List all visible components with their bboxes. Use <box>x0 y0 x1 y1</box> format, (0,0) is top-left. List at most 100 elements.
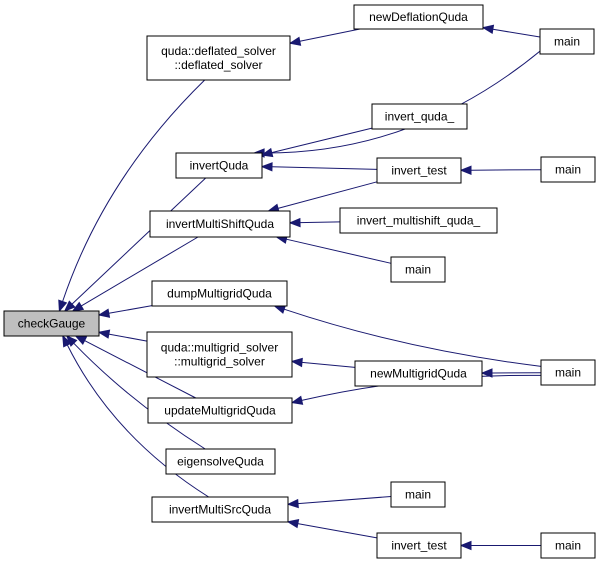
node-invertMultiSrcQuda[interactable]: invertMultiSrcQuda <box>151 496 289 523</box>
node-multigrid-solver[interactable]: quda::multigrid_solver::multigrid_solver <box>146 331 293 378</box>
node-main-multisrc[interactable]: main <box>390 481 446 508</box>
arrowhead <box>260 162 273 172</box>
node-box <box>151 280 288 307</box>
node-label: invertMultiShiftQuda <box>166 217 274 231</box>
node-checkGauge[interactable]: checkGauge <box>3 310 100 337</box>
node-invert-multishift-quda-[interactable]: invert_multishift_quda_ <box>339 207 498 234</box>
edge-line <box>283 308 542 367</box>
node-label: main <box>555 163 581 177</box>
edge-main-invert-test-2-to-invert-test-2 <box>459 540 542 551</box>
nodes-layer: checkGauge quda::deflated_solver::deflate… <box>3 4 596 559</box>
arrowhead <box>480 368 493 378</box>
arrowhead <box>290 357 303 368</box>
edge-line <box>301 361 356 368</box>
arrowhead <box>288 217 301 228</box>
edge-line <box>271 166 378 170</box>
node-updateMultigridQuda[interactable]: updateMultigridQuda <box>147 397 293 424</box>
node-box <box>149 210 291 238</box>
edge-line <box>84 340 197 399</box>
node-box <box>390 256 446 283</box>
edge-main-multishift-to-invertMultiShiftQuda <box>275 234 392 264</box>
edge-line <box>277 181 378 209</box>
edge-line <box>492 28 541 38</box>
edge-line <box>299 28 361 42</box>
edge-line <box>108 333 148 342</box>
arrowhead <box>459 540 472 551</box>
node-label: newDeflationQuda <box>369 10 468 24</box>
arrowhead <box>481 24 495 35</box>
node-label: invert_test <box>391 164 447 178</box>
node-box <box>146 331 293 378</box>
edge-dumpMultigridQuda-to-checkGauge <box>97 305 153 318</box>
edge-line <box>297 496 392 505</box>
node-label: ::deflated_solver <box>174 58 262 72</box>
node-main-invert-test-1[interactable]: main <box>540 156 596 183</box>
arrowhead <box>62 334 72 348</box>
node-box <box>147 397 293 424</box>
edge-invert-quda--to-invertQuda <box>260 127 373 158</box>
node-box <box>354 360 483 387</box>
node-main-mg[interactable]: main <box>540 359 596 386</box>
node-label: invert_quda_ <box>385 110 455 124</box>
arrowhead <box>97 308 111 318</box>
edge-line <box>299 221 341 224</box>
node-label: newMultigridQuda <box>370 367 467 381</box>
edge-line <box>62 79 206 302</box>
edge-main-mg-to-dumpMultigridQuda <box>273 304 542 367</box>
node-main-top[interactable]: main <box>539 28 595 55</box>
arrowhead <box>71 301 85 312</box>
node-invertMultiShiftQuda[interactable]: invertMultiShiftQuda <box>149 210 291 238</box>
edge-deflated-solver-to-checkGauge <box>58 79 206 313</box>
node-newMultigridQuda[interactable]: newMultigridQuda <box>354 360 483 387</box>
edge-main-mg-to-newMultigridQuda <box>480 368 542 378</box>
node-box <box>371 103 468 130</box>
node-box <box>376 157 462 184</box>
arrowhead <box>74 335 88 345</box>
node-label: invert_multishift_quda_ <box>357 214 481 228</box>
edge-main-multisrc-to-invertMultiSrcQuda <box>286 496 392 509</box>
edge-line <box>264 50 541 154</box>
node-main-invert-test-2[interactable]: main <box>540 532 596 559</box>
node-box <box>353 4 484 30</box>
node-box <box>3 310 100 337</box>
node-main-multishift[interactable]: main <box>390 256 446 283</box>
edge-line <box>470 169 542 171</box>
node-label: invertQuda <box>190 159 249 173</box>
edge-line <box>286 238 392 264</box>
edge-updateMultigridQuda-to-checkGauge <box>74 335 197 399</box>
node-box <box>540 532 596 559</box>
edge-invertQuda-to-checkGauge <box>63 177 207 312</box>
node-box <box>376 532 462 559</box>
node-deflated-solver[interactable]: quda::deflated_solver::deflated_solver <box>146 35 291 81</box>
node-label: invert_test <box>391 539 447 553</box>
node-eigensolveQuda[interactable]: eigensolveQuda <box>165 448 276 475</box>
edge-line <box>73 342 206 450</box>
arrowhead <box>260 147 274 158</box>
edge-line <box>108 305 153 314</box>
edge-main-top-to-newDeflationQuda <box>481 24 541 38</box>
node-label: main <box>405 263 431 277</box>
node-invert-quda-[interactable]: invert_quda_ <box>371 103 468 130</box>
node-invert-test-1[interactable]: invert_test <box>376 157 462 184</box>
arrowhead <box>286 498 299 509</box>
arrowhead <box>288 36 302 46</box>
node-dumpMultigridQuda[interactable]: dumpMultigridQuda <box>151 280 288 307</box>
arrowhead <box>58 299 68 313</box>
arrowhead <box>286 518 300 529</box>
node-label: updateMultigridQuda <box>164 404 276 418</box>
node-newDeflationQuda[interactable]: newDeflationQuda <box>353 4 484 30</box>
arrowhead <box>290 395 304 405</box>
arrowhead <box>273 304 287 314</box>
node-box <box>175 152 263 179</box>
node-box <box>540 359 596 386</box>
edge-line <box>66 344 209 498</box>
node-label: main <box>555 539 581 553</box>
node-invert-test-2[interactable]: invert_test <box>376 532 462 559</box>
node-label: main <box>554 35 580 49</box>
node-box <box>539 28 595 55</box>
node-label: quda::multigrid_solver <box>161 341 278 355</box>
node-invertQuda[interactable]: invertQuda <box>175 152 263 179</box>
edge-line <box>81 236 199 307</box>
edge-line <box>271 127 373 154</box>
node-box <box>165 448 276 475</box>
